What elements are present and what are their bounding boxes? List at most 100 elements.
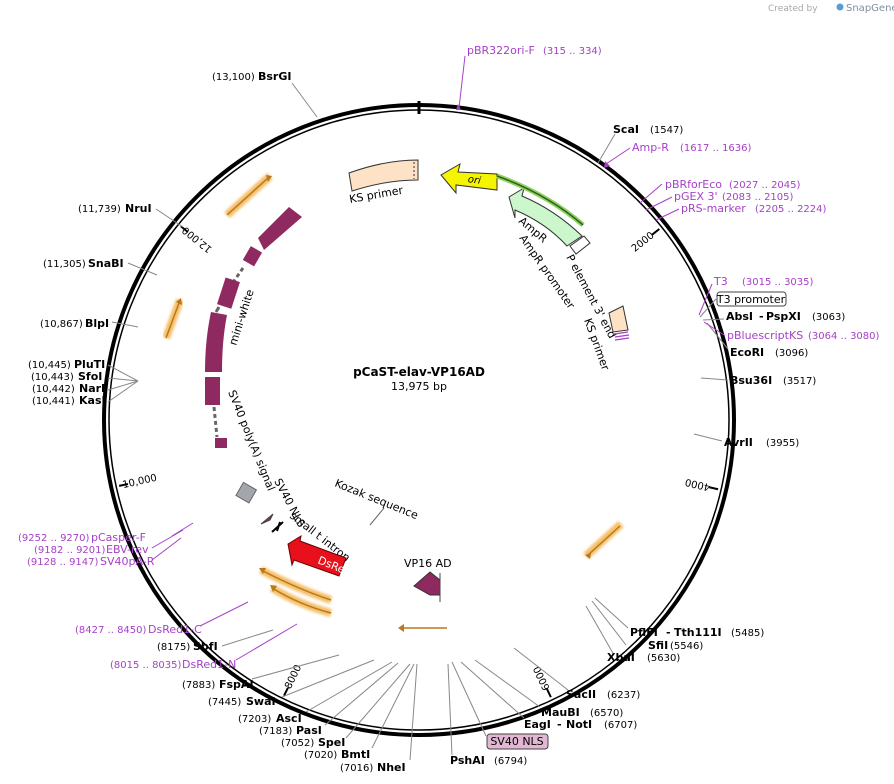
primer-pcasper-f[interactable]: (9252 .. 9270) pCasper-F bbox=[18, 522, 194, 544]
site-avrii[interactable]: AvrII (3955) bbox=[693, 433, 799, 449]
site-pshai-name: PshAI bbox=[450, 754, 485, 767]
site-fspai[interactable]: (7883) FspAI bbox=[182, 654, 340, 691]
site-sbfi[interactable]: (8175) SbfI bbox=[157, 629, 274, 653]
site-asci[interactable]: (7203) AscI bbox=[238, 661, 393, 725]
site-pluti[interactable]: (10,445) PluTI bbox=[28, 358, 105, 371]
feature-vp16ad[interactable]: VP16 AD bbox=[404, 557, 452, 602]
primer-amp-r-pos: (1617 .. 1636) bbox=[680, 143, 752, 154]
site-swai[interactable]: (7445) SwaI bbox=[208, 659, 375, 708]
feature-ori[interactable]: ori bbox=[440, 162, 498, 195]
restriction-sites: (13,100) BsrGI ScaI (1547) (11,739) NruI… bbox=[28, 70, 845, 774]
site-nhei-name: NheI bbox=[377, 761, 406, 774]
site-pasi[interactable]: (7183) PasI bbox=[259, 662, 399, 737]
site-sacii[interactable]: SacII (6237) bbox=[513, 647, 640, 701]
primer-pbluescriptks[interactable]: pBluescriptKS (3064 .. 3080) bbox=[703, 321, 880, 342]
ring-tick-mark bbox=[180, 225, 189, 233]
site-pflfi-pos: (5485) bbox=[731, 628, 764, 639]
primer-dsred1-c-pos: (8427 .. 8450) bbox=[75, 625, 147, 636]
site-nrui[interactable]: (11,739) NruI bbox=[78, 202, 184, 228]
site-nari[interactable]: (10,442) NarI bbox=[32, 382, 105, 395]
site-pflfi-tth111i[interactable]: PflFI - Tth111I (5485) bbox=[594, 597, 764, 639]
site-bmti[interactable]: (7020) BmtI bbox=[304, 663, 415, 761]
site-sfii-pos: (5546) bbox=[670, 641, 703, 652]
site-nrui-pos: (11,739) bbox=[78, 204, 121, 215]
site-asci-name: AscI bbox=[276, 712, 302, 725]
site-snabi[interactable]: (11,305) SnaBI bbox=[43, 257, 158, 276]
snapgene-credit: Created by SnapGene bbox=[768, 3, 894, 14]
site-tth111i-name: Tth111I bbox=[674, 626, 722, 639]
site-sfoi-pos: (10,443) bbox=[31, 372, 74, 383]
feature-ampr[interactable]: AmpR AmpR promoter bbox=[508, 186, 591, 312]
label-ori: ori bbox=[467, 174, 482, 187]
sv40-nls-box[interactable]: SV40 NLS bbox=[451, 661, 549, 750]
svg-text:-: - bbox=[759, 310, 764, 323]
site-xbai[interactable]: XbaI (5630) bbox=[585, 605, 680, 664]
site-spei[interactable]: (7052) SpeI bbox=[281, 663, 411, 749]
site-maubi[interactable]: MauBI (6570) bbox=[474, 659, 623, 719]
site-blpi-name: BlpI bbox=[85, 317, 109, 330]
feature-p-element-5[interactable]: KS primer bbox=[348, 159, 419, 206]
primer-pcasper-f-pos: (9252 .. 9270) bbox=[18, 533, 90, 544]
primer-ebv-rev-pos: (9182 .. 9201) bbox=[34, 545, 106, 556]
site-bmti-name: BmtI bbox=[341, 748, 370, 761]
site-pshai[interactable]: PshAI (6794) bbox=[447, 663, 527, 767]
site-sfii[interactable]: SfiI (5546) bbox=[591, 600, 703, 652]
site-bsu36i[interactable]: Bsu36I (3517) bbox=[700, 374, 816, 387]
primers: pBR322ori-F (315 .. 334) Amp-R (1617 .. … bbox=[18, 44, 880, 671]
primer-dsred1-n[interactable]: (8015 .. 8035) DsRed1-N bbox=[110, 623, 298, 671]
site-scai-pos: (1547) bbox=[650, 125, 683, 136]
t3-promoter-box[interactable]: T3 promoter bbox=[699, 291, 787, 318]
label-vp16ad: VP16 AD bbox=[404, 557, 452, 570]
plasmid-size: 13,975 bp bbox=[391, 380, 447, 393]
primer-amp-r[interactable]: Amp-R (1617 .. 1636) bbox=[604, 141, 752, 168]
site-absi-pspxi[interactable]: AbsI - PspXI (3063) bbox=[702, 310, 845, 323]
site-xbai-name: XbaI bbox=[607, 651, 635, 664]
site-nhei[interactable]: (7016) NheI bbox=[340, 663, 418, 774]
site-kasi[interactable]: (10,441) KasI bbox=[32, 394, 106, 407]
site-scai[interactable]: ScaI (1547) bbox=[597, 123, 683, 164]
primer-dsred1-c[interactable]: (8427 .. 8450) DsRed1-C bbox=[75, 601, 249, 636]
feature-mini-white[interactable]: mini-white bbox=[205, 207, 302, 448]
primer-prs-marker[interactable]: pRS-marker (2205 .. 2224) bbox=[655, 202, 827, 221]
site-blpi[interactable]: (10,867) BlpI bbox=[40, 317, 139, 330]
site-bsrgi[interactable]: (13,100) BsrGI bbox=[212, 70, 318, 118]
plasmid-title: pCaST-elav-VP16AD 13,975 bp bbox=[353, 365, 485, 393]
primer-sv40pa-r[interactable]: (9128 .. 9147) SV40pA-R bbox=[27, 537, 182, 568]
site-nari-name: NarI bbox=[79, 382, 105, 395]
primer-t3[interactable]: T3 (3015 .. 3035) bbox=[698, 275, 814, 316]
snapgene-logo-icon bbox=[836, 3, 844, 11]
ring-tick-mark bbox=[283, 687, 289, 697]
primer-pbrforeco[interactable]: pBRforEco (2027 .. 2045) bbox=[639, 178, 801, 204]
primer-t3-pos: (3015 .. 3035) bbox=[742, 277, 814, 288]
site-sfoi-name: SfoI bbox=[78, 370, 102, 383]
site-asci-pos: (7203) bbox=[238, 714, 271, 725]
primer-prs-marker-name: pRS-marker bbox=[681, 202, 746, 215]
ring-tick-mark bbox=[118, 482, 129, 487]
site-pshai-pos: (6794) bbox=[494, 756, 527, 767]
ring-tick-label: 4000 bbox=[684, 476, 711, 492]
feature-sv40-polya[interactable]: SV40 poly(A) signal bbox=[225, 388, 278, 504]
primer-t3-name: T3 bbox=[713, 275, 728, 288]
primer-pbr322ori-f[interactable]: pBR322ori-F (315 .. 334) bbox=[456, 44, 602, 110]
site-fspai-pos: (7883) bbox=[182, 680, 215, 691]
site-pspxi-name: PspXI bbox=[766, 310, 801, 323]
primer-pgex3[interactable]: pGEX 3' (2083 .. 2105) bbox=[645, 190, 794, 211]
primer-sv40pa-r-pos: (9128 .. 9147) bbox=[27, 557, 99, 568]
site-sbfi-pos: (8175) bbox=[157, 642, 190, 653]
primer-sv40pa-r-name: SV40pA-R bbox=[100, 555, 155, 568]
primer-pbluescriptks-name: pBluescriptKS bbox=[727, 329, 803, 342]
primer-ebv-rev-name: EBV-rev bbox=[106, 543, 149, 556]
site-sfii-name: SfiI bbox=[648, 639, 668, 652]
site-swai-pos: (7445) bbox=[208, 697, 241, 708]
sv40-nls-box-label: SV40 NLS bbox=[490, 735, 543, 748]
site-sfoi[interactable]: (10,443) SfoI bbox=[31, 370, 102, 383]
site-ecori[interactable]: EcoRI (3096) bbox=[706, 322, 808, 359]
label-sv40-polya: SV40 poly(A) signal bbox=[225, 388, 277, 492]
ring-tick-mark bbox=[709, 486, 719, 491]
primer-ebv-rev[interactable]: (9182 .. 9201) EBV-rev bbox=[34, 529, 184, 556]
primer-prs-marker-pos: (2205 .. 2224) bbox=[755, 204, 827, 215]
site-eagi-noti[interactable]: EagI - NotI (6707) bbox=[460, 661, 637, 731]
site-maubi-pos: (6570) bbox=[590, 708, 623, 719]
site-nari-pos: (10,442) bbox=[32, 384, 75, 395]
